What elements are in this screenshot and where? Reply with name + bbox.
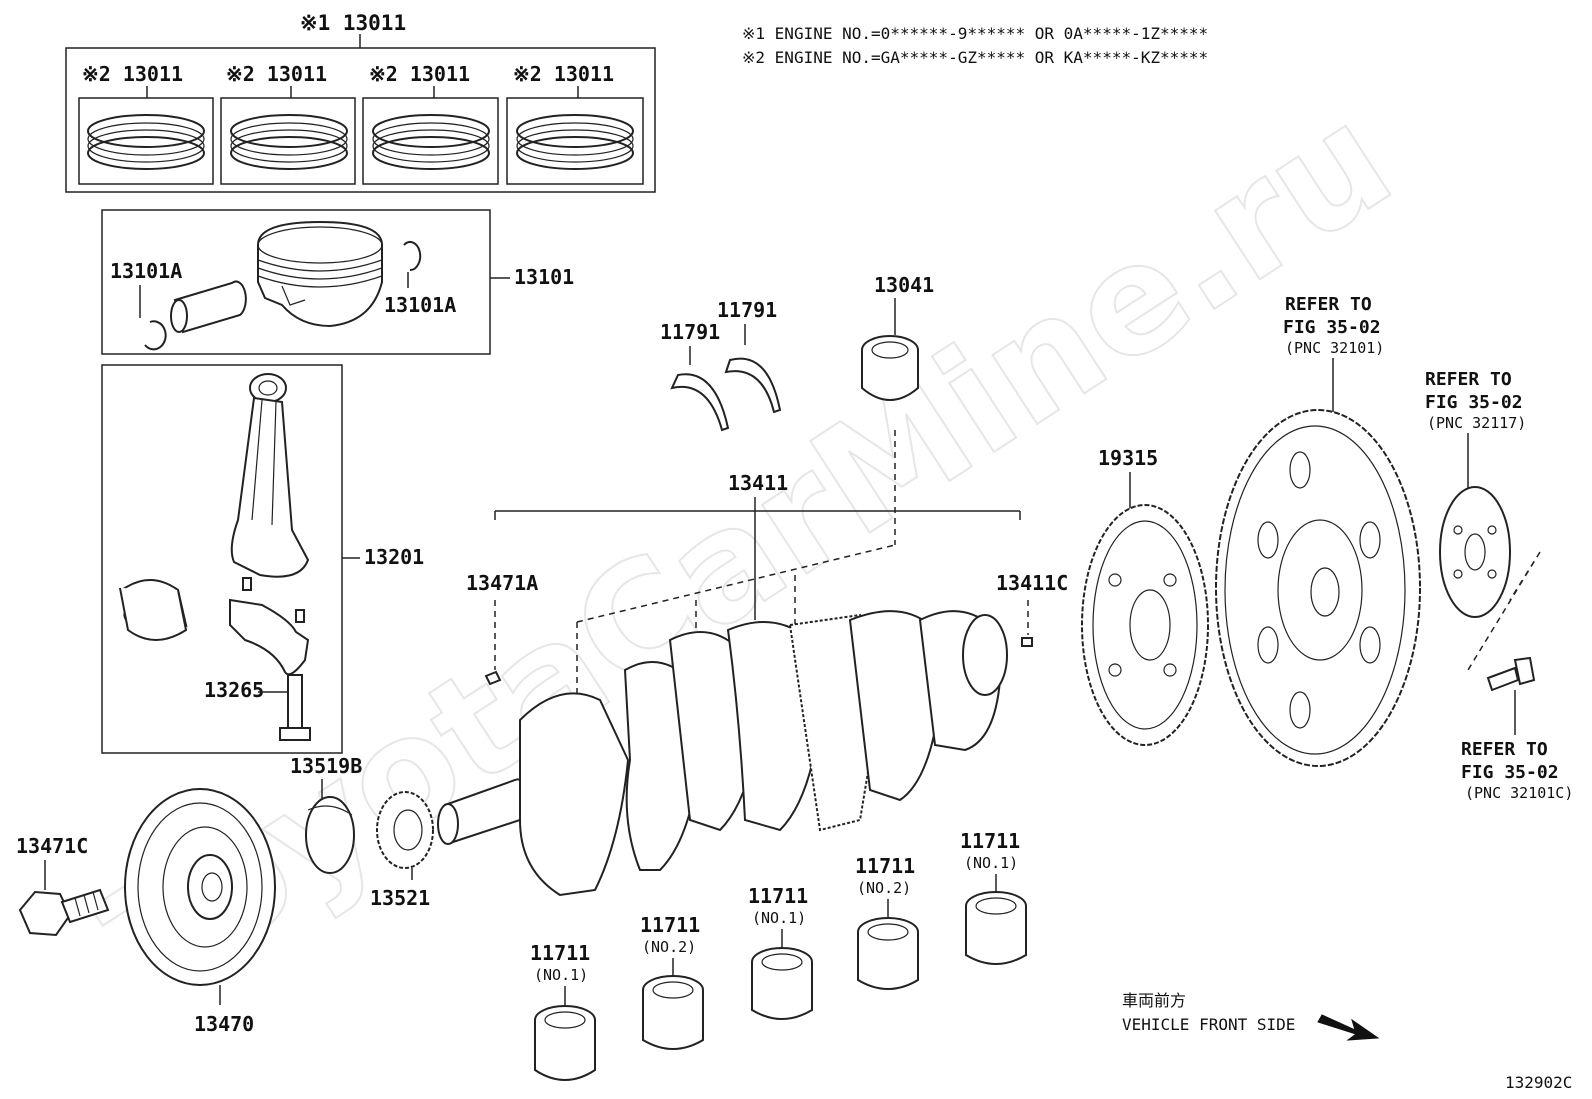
label-bearing-3-sub: (NO.1): [752, 909, 806, 927]
piston-ring-4: [506, 86, 644, 185]
piston-group: 13101 13101A 13101A: [101, 209, 574, 355]
ref-bolt-line2: FIG 35-02: [1461, 762, 1559, 783]
flywheel: [1215, 409, 1421, 767]
label-plate: 19315: [1098, 446, 1158, 470]
label-ring-2: ※2 13011: [226, 62, 327, 86]
spacer-plate: [1439, 486, 1511, 618]
piston-ring-1: [78, 86, 214, 185]
ref-bolt-line3: (PNC 32101C): [1465, 784, 1573, 802]
ref-flywheel-line1: REFER TO: [1285, 294, 1372, 315]
label-key: 13519B: [290, 754, 362, 778]
main-bearing-4: 11711 (NO.2): [855, 854, 919, 990]
piston-ring-2: [220, 86, 356, 185]
ref-flywheel-line2: FIG 35-02: [1283, 317, 1381, 338]
direction-label-jp: 車両前方: [1122, 991, 1186, 1010]
crankshaft-group: 13411 13471A 13411C: [437, 430, 1068, 897]
crank-key-a: [484, 670, 502, 686]
label-thrust-washer-2: 11791: [717, 298, 777, 322]
label-ring-4: ※2 13011: [513, 62, 614, 86]
flywheel-bolt-group: REFER TO FIG 35-02 (PNC 32101C): [1461, 656, 1573, 802]
thrust-washer-1: [670, 373, 730, 432]
con-rod-bearing-group: 13041: [861, 273, 934, 401]
label-bearing-2-sub: (NO.2): [642, 938, 696, 956]
label-bearing-3: 11711: [748, 884, 808, 908]
con-rod-box: [101, 364, 343, 754]
snap-ring-left: [144, 320, 167, 351]
front-arrow-icon: [1317, 1014, 1380, 1041]
figure-code: 132902C: [1505, 1073, 1572, 1092]
main-bearing-5: 11711 (NO.1): [960, 829, 1027, 965]
con-rod-bearing: [861, 335, 919, 401]
engine-note-1: ※1 ENGINE NO.=0******-9****** OR 0A*****…: [742, 24, 1208, 43]
front-direction-indicator: 車両前方 VEHICLE FRONT SIDE: [1122, 991, 1380, 1041]
snap-ring-right: [403, 241, 422, 272]
label-bearing-5: 11711: [960, 829, 1020, 853]
thrust-washer-group: 11791 11791: [660, 298, 782, 432]
spacer-group: REFER TO FIG 35-02 (PNC 32117): [1425, 369, 1541, 671]
label-bearing-4-sub: (NO.2): [857, 879, 911, 897]
label-con-rod-bolt: 13265: [204, 678, 264, 702]
label-bearing-1: 11711: [530, 941, 590, 965]
crank-pulley: [124, 788, 276, 986]
crankshaft-key: [305, 796, 355, 874]
label-bearing-4: 11711: [855, 854, 915, 878]
piston: [257, 220, 383, 328]
main-bearing-3: 11711 (NO.1): [748, 884, 813, 1020]
ref-spacer-line1: REFER TO: [1425, 369, 1512, 390]
connecting-rod-group: 13201 13265: [101, 364, 424, 754]
connecting-rod: [229, 373, 310, 676]
crank-plug: [1021, 637, 1033, 647]
drive-plate-group: 19315: [1081, 446, 1209, 746]
label-ring-1: ※2 13011: [82, 62, 183, 86]
ref-flywheel-line3: (PNC 32101): [1285, 339, 1384, 357]
label-crank-pin-c: 13411C: [996, 571, 1068, 595]
ref-spacer-line3: (PNC 32117): [1427, 414, 1526, 432]
piston-pin: [170, 280, 247, 334]
piston-ring-3: [362, 86, 499, 185]
pulley-bolt: [18, 888, 110, 937]
main-bearing-1: 11711 (NO.1): [530, 941, 596, 1081]
timing-gear: [376, 791, 434, 869]
direction-label-en: VEHICLE FRONT SIDE: [1122, 1015, 1295, 1034]
flywheel-bolt: [1486, 656, 1536, 692]
label-bearing-2: 11711: [640, 913, 700, 937]
engine-note-2: ※2 ENGINE NO.=GA*****-GZ***** OR KA*****…: [742, 48, 1208, 67]
crankshaft: [437, 610, 1008, 897]
ring-set-box: [65, 47, 656, 193]
label-thrust-washer-1: 11791: [660, 320, 720, 344]
label-con-rod: 13201: [364, 545, 424, 569]
label-ring-3: ※2 13011: [369, 62, 470, 86]
label-crank-key-a: 13471A: [466, 571, 538, 595]
label-pulley: 13470: [194, 1012, 254, 1036]
label-timing-gear: 13521: [370, 886, 430, 910]
label-ring-set: ※1 13011: [300, 11, 406, 35]
main-bearing-2: 11711 (NO.2): [640, 913, 704, 1050]
crank-pulley-group: 13471C 13470 13519B 13521: [16, 754, 434, 1036]
label-crankshaft: 13411: [728, 471, 788, 495]
label-bearing-5-sub: (NO.1): [964, 854, 1018, 872]
label-con-rod-bearing: 13041: [874, 273, 934, 297]
drive-plate: [1081, 504, 1209, 746]
con-rod-bearing-half: [119, 579, 188, 641]
label-snap-ring-left: 13101A: [110, 259, 182, 283]
label-bearing-1-sub: (NO.1): [534, 966, 588, 984]
label-pulley-bolt: 13471C: [16, 834, 88, 858]
thrust-washer-2: [724, 357, 782, 414]
con-rod-bolt: [279, 674, 311, 741]
piston-box: [101, 209, 491, 355]
label-piston: 13101: [514, 265, 574, 289]
flywheel-group: REFER TO FIG 35-02 (PNC 32101): [1215, 294, 1421, 767]
label-snap-ring-right: 13101A: [384, 293, 456, 317]
ref-spacer-line2: FIG 35-02: [1425, 392, 1523, 413]
piston-ring-set-group: ※1 13011 ※2 13011 ※2 13011 ※2 13011 ※2 1…: [65, 11, 656, 193]
ref-bolt-line1: REFER TO: [1461, 739, 1548, 760]
